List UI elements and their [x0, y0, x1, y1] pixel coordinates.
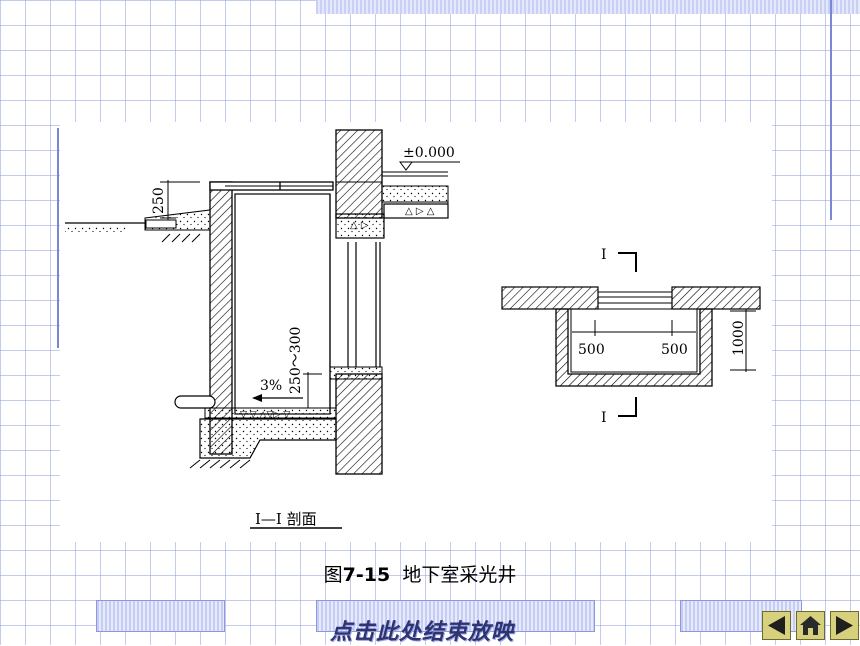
- next-button[interactable]: [830, 611, 859, 640]
- end-show-link[interactable]: 点击此处结束放映: [330, 619, 515, 645]
- plan-marker-bottom: I: [601, 410, 607, 426]
- caption-number: 7-15: [342, 564, 391, 586]
- drawing-svg: 250 △ ▷ △ ▷ △ ±0.000 ▽ ▽ △▽▷ ▽ 3% 250～30…: [65, 129, 761, 529]
- svg-text:△ ▷: △ ▷: [350, 220, 369, 231]
- footer-bar-center: [316, 600, 595, 632]
- left-rule: [57, 128, 59, 348]
- home-icon: [800, 616, 821, 635]
- right-rule: [830, 0, 832, 220]
- plan-marker-top: I: [601, 247, 607, 263]
- svg-text:▽ ▽ △▽▷ ▽: ▽ ▽ △▽▷ ▽: [240, 410, 290, 420]
- top-band: [316, 0, 860, 14]
- technical-drawing: 250 △ ▷ △ ▷ △ ±0.000 ▽ ▽ △▽▷ ▽ 3% 250～30…: [60, 122, 772, 542]
- caption-title: 地下室采光井: [402, 564, 517, 586]
- plan-dim-left: 500: [578, 342, 605, 358]
- caption-prefix: 图: [323, 564, 343, 586]
- footer-bar-left: [96, 600, 225, 632]
- home-button[interactable]: [796, 611, 825, 640]
- figure-caption: 图7-15 地下室采光井: [250, 560, 590, 587]
- dim-range-label: 250～300: [288, 327, 304, 394]
- slope-label: 3%: [260, 378, 282, 394]
- plan-dim-right: 500: [661, 342, 688, 358]
- svg-text:△ ▷ △: △ ▷ △: [405, 206, 435, 217]
- dim-250-label: 250: [151, 187, 167, 214]
- plan-dim-height: 1000: [731, 320, 747, 356]
- triangle-right-icon: [836, 616, 853, 635]
- section-label: I—I 剖面: [255, 510, 317, 528]
- triangle-left-icon: [768, 616, 785, 635]
- elevation-label: ±0.000: [403, 145, 455, 161]
- prev-button[interactable]: [762, 611, 791, 640]
